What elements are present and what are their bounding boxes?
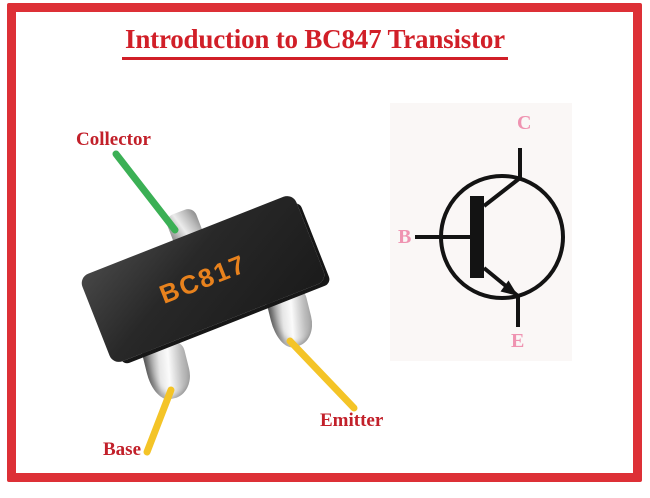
page-title-text: Introduction to BC847 Transistor xyxy=(122,24,508,60)
npn-symbol xyxy=(390,103,572,361)
symbol-collector-lead xyxy=(482,148,522,208)
base-label: Base xyxy=(103,439,141,460)
symbol-base-bar xyxy=(470,196,484,278)
page-title: Introduction to BC847 Transistor xyxy=(0,24,640,60)
symbol-base-label: B xyxy=(398,226,412,248)
symbol-emitter-arrowhead xyxy=(500,280,518,296)
collector-label: Collector xyxy=(76,129,151,150)
red-border-frame xyxy=(7,3,642,482)
symbol-emitter-label: E xyxy=(511,330,525,352)
emitter-label: Emitter xyxy=(320,410,384,431)
package-marking: BC817 xyxy=(155,247,251,310)
symbol-collector-label: C xyxy=(517,112,532,134)
